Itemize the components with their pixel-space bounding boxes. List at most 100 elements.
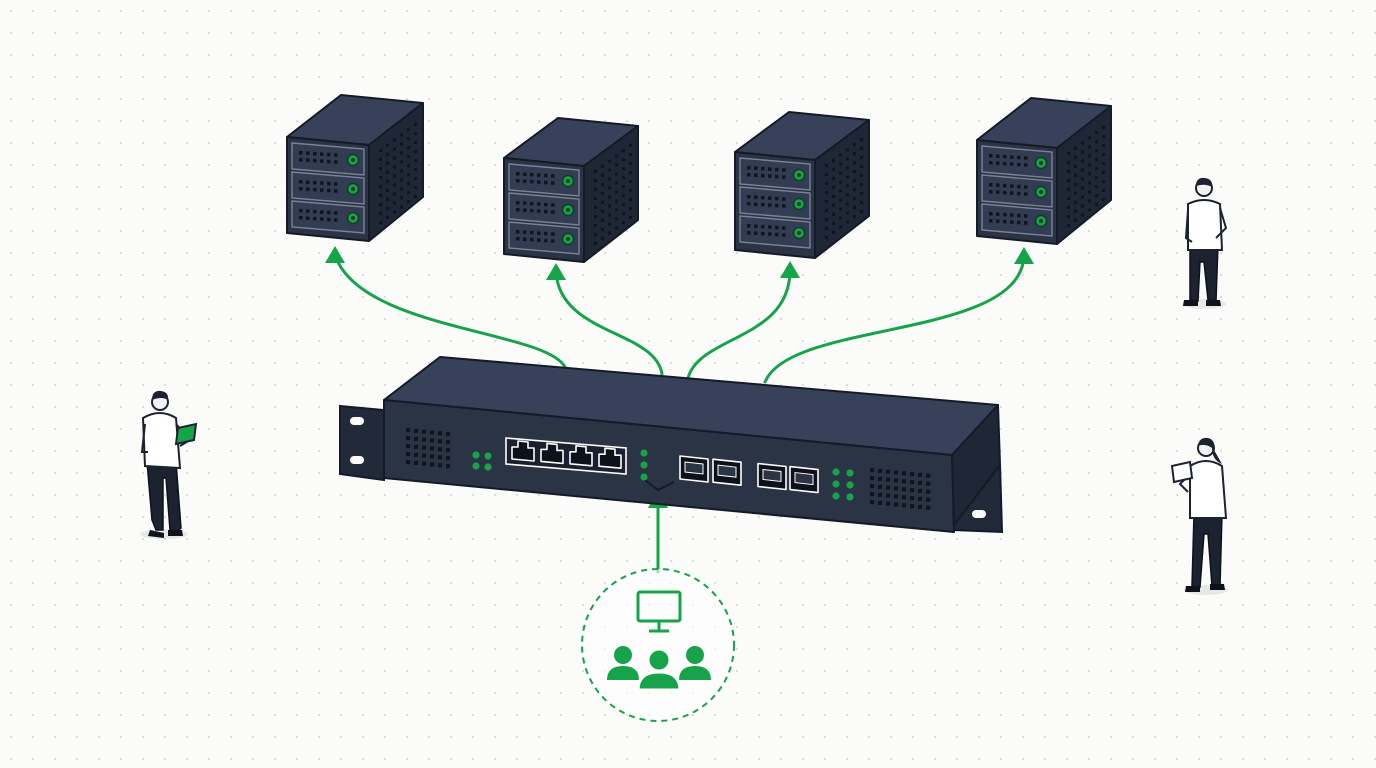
switch-status-led xyxy=(472,451,480,459)
server-vent-dot xyxy=(1067,161,1070,164)
server-vent-dot xyxy=(400,196,403,200)
server-vent-dot xyxy=(386,206,389,210)
server-vent-dot xyxy=(407,128,410,132)
server-vent-dot xyxy=(1102,180,1105,183)
ethernet-port-group xyxy=(505,437,627,475)
server-vent-dot xyxy=(1067,170,1070,173)
server-vent-dot xyxy=(629,171,632,174)
server-vent-dot xyxy=(832,185,835,189)
server-vent-dot xyxy=(379,203,382,206)
server-vent-dot xyxy=(1067,224,1070,227)
server-vent-dot xyxy=(414,123,417,126)
server-vent-dot xyxy=(414,195,417,198)
server-vent-dot xyxy=(1095,149,1098,153)
server-vent-dot xyxy=(832,176,835,180)
server-vent-dot xyxy=(846,202,849,206)
server-vent-dot xyxy=(839,198,842,202)
server-vent-dot xyxy=(1102,153,1105,156)
server-drive-bay xyxy=(739,157,811,191)
server-vent-dot xyxy=(379,158,382,161)
servers: server-tower-iconserver-tower-iconserver… xyxy=(286,94,1112,263)
status-leds xyxy=(472,449,854,501)
switch-status-led xyxy=(640,449,648,457)
server-vent-dot xyxy=(622,185,625,189)
server-vent-dot xyxy=(622,176,625,180)
server-vent-dot xyxy=(825,164,828,167)
server-vent-dot xyxy=(839,189,842,193)
server-vent-dot xyxy=(386,188,389,192)
server-vent-dot xyxy=(1074,209,1077,213)
server-vent-dot xyxy=(414,141,417,144)
sfp-port xyxy=(789,465,819,494)
server-vent-dot xyxy=(1095,158,1098,162)
arrowhead-server-1 xyxy=(325,246,345,263)
server-vent-dot xyxy=(601,191,604,195)
server-vent-dot xyxy=(1095,140,1098,144)
server-vent-dot xyxy=(615,199,618,203)
arrow-switch-to-server-2 xyxy=(554,270,664,376)
switch-status-led xyxy=(484,452,492,460)
server-3: server-tower-icon xyxy=(734,111,870,259)
arrow-switch-to-server-3 xyxy=(686,268,792,380)
user-group xyxy=(581,568,735,722)
server-vent-dot xyxy=(1095,185,1098,189)
rack-ear-left xyxy=(339,404,385,482)
person-standing-icon xyxy=(1182,177,1228,309)
server-vent-dot xyxy=(1088,199,1091,203)
server-vent-dot xyxy=(608,177,611,181)
server-vent-dot xyxy=(860,165,863,168)
server-vent-dot xyxy=(393,210,396,214)
server-vent-dot xyxy=(601,236,604,240)
server-vent-dot xyxy=(400,133,403,137)
server-drive-bay xyxy=(508,192,580,226)
server-vent-dot xyxy=(393,165,396,169)
server-vent-dot xyxy=(386,170,389,174)
server-vent-dot xyxy=(1102,144,1105,147)
vent-grille-right xyxy=(870,468,931,510)
server-vent-dot xyxy=(393,147,396,151)
ethernet-port xyxy=(598,447,622,469)
server-vent-dot xyxy=(594,233,597,236)
server-vent-dot xyxy=(832,167,835,171)
server-vent-dot xyxy=(839,216,842,220)
server-vent-dot xyxy=(601,209,604,213)
server-vent-dot xyxy=(832,158,835,162)
server-vent-dot xyxy=(853,197,856,201)
server-vent-dot xyxy=(629,144,632,147)
server-vent-dot xyxy=(594,188,597,191)
server-vent-dot xyxy=(594,206,597,209)
user-head-right xyxy=(686,646,704,664)
server-drive-bay xyxy=(291,142,365,176)
server-vent-dot xyxy=(414,159,417,162)
arrowhead-server-2 xyxy=(546,263,566,280)
server-vent-dot xyxy=(608,222,611,226)
server-drive-bay xyxy=(739,186,811,220)
server-vent-dot xyxy=(832,203,835,207)
server-vent-dot xyxy=(622,212,625,216)
server-vent-dot xyxy=(608,159,611,163)
server-vent-dot xyxy=(622,149,625,153)
server-vent-dot xyxy=(832,230,835,234)
server-vent-dot xyxy=(400,205,403,209)
server-vent-dot xyxy=(622,158,625,162)
server-vent-dot xyxy=(379,149,382,152)
server-vent-dot xyxy=(386,152,389,156)
server-vent-dot xyxy=(601,164,604,168)
server-vent-dot xyxy=(1095,131,1098,135)
arrowhead-server-4 xyxy=(1014,247,1034,264)
server-vent-dot xyxy=(400,187,403,191)
rack-ear-hole xyxy=(350,417,364,425)
server-vent-dot xyxy=(400,142,403,146)
server-vent-dot xyxy=(1088,145,1091,149)
server-vent-dot xyxy=(615,226,618,230)
monitor-icon xyxy=(636,590,682,633)
server-vent-dot xyxy=(1102,189,1105,192)
server-vent-dot xyxy=(393,192,396,196)
server-vent-dot xyxy=(601,200,604,204)
server-vent-dot xyxy=(825,173,828,176)
server-drive-bay xyxy=(508,221,580,255)
person-with-tablet-icon xyxy=(140,390,198,539)
server-vent-dot xyxy=(594,179,597,182)
server-vent-dot xyxy=(1074,182,1077,186)
server-vent-dot xyxy=(407,146,410,150)
